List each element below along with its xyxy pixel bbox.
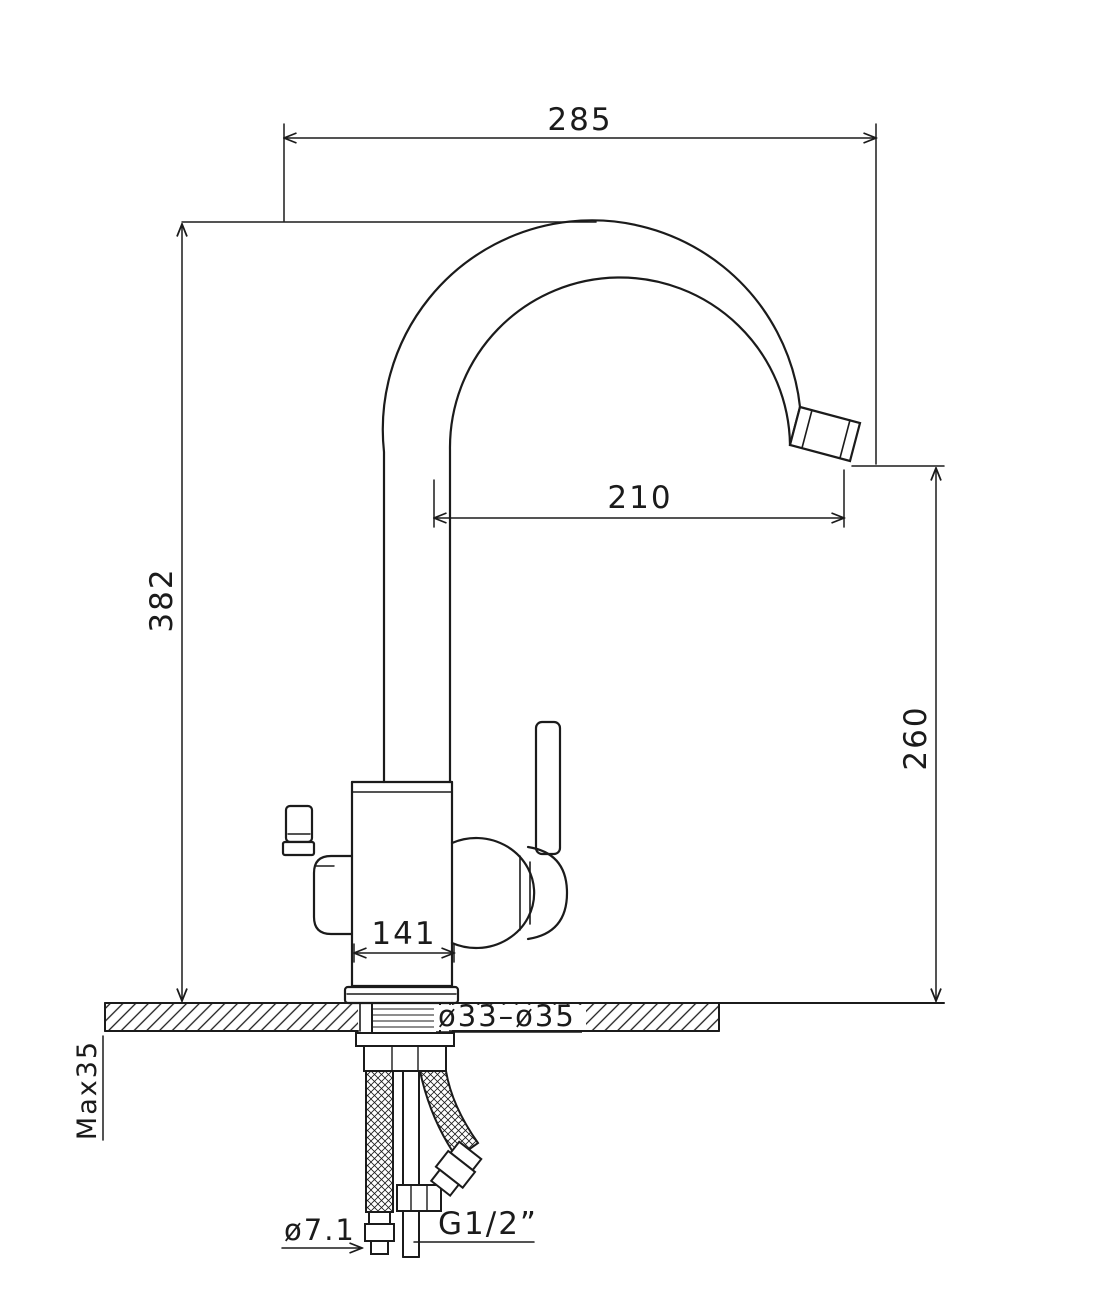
label-overall-height: 382 — [144, 567, 180, 632]
right-hose-braid — [418, 1070, 480, 1160]
label-hose-diameter: ø7.1 — [284, 1213, 356, 1247]
dim-spout-reach — [434, 469, 844, 528]
dim-overall-width — [284, 123, 876, 465]
lever-dome-cap — [526, 845, 569, 941]
mounting-washer — [355, 1032, 455, 1047]
left-hose-fitting-1 — [368, 1211, 391, 1225]
left-hose-fitting-3 — [370, 1240, 389, 1255]
left-valve — [281, 804, 354, 936]
spout-inner-curve — [448, 276, 792, 784]
right-hose — [418, 1070, 483, 1198]
dim-body-width — [354, 943, 454, 963]
label-outlet-height: 260 — [898, 705, 934, 770]
label-overall-width: 285 — [547, 102, 612, 138]
aerator-face-line — [839, 419, 851, 459]
lever-lobe — [450, 836, 536, 950]
right-lever — [450, 720, 569, 950]
left-hose-fitting-2 — [364, 1223, 395, 1242]
left-knob — [284, 804, 314, 844]
label-max-counter-thickness: Max35 — [72, 1040, 103, 1140]
spout-outer-curve — [381, 219, 802, 784]
dimensions — [102, 123, 945, 1248]
aerator-tip — [788, 405, 862, 463]
labels: 285 382 210 260 141 ø33–ø35 Max35 ø7.1 G… — [72, 102, 934, 1247]
lever-rod — [534, 720, 562, 856]
left-valve-housing — [312, 854, 354, 936]
right-fitting-3 — [429, 1168, 461, 1198]
threaded-shank — [355, 1002, 455, 1072]
left-hose-braid — [365, 1070, 394, 1213]
center-tube — [396, 1070, 442, 1258]
faucet-body — [343, 780, 460, 1005]
under-counter-assembly — [355, 1002, 483, 1258]
label-thread-size: G1/2” — [438, 1206, 538, 1242]
hole-label-backing — [434, 1005, 586, 1030]
tube-nut — [396, 1184, 442, 1212]
counter-hatch-left — [106, 1004, 358, 1031]
label-spout-reach: 210 — [607, 480, 672, 516]
aerator-ring-line — [801, 409, 813, 449]
left-hose — [364, 1070, 395, 1255]
dim-outlet-height — [851, 465, 945, 1001]
label-mounting-hole: ø33–ø35 — [438, 999, 576, 1033]
faucet-outline — [281, 219, 862, 1005]
right-hose-fitting — [429, 1140, 483, 1198]
mounting-nut — [363, 1045, 447, 1072]
label-body-width: 141 — [371, 916, 436, 952]
left-knob-collar — [281, 840, 316, 857]
